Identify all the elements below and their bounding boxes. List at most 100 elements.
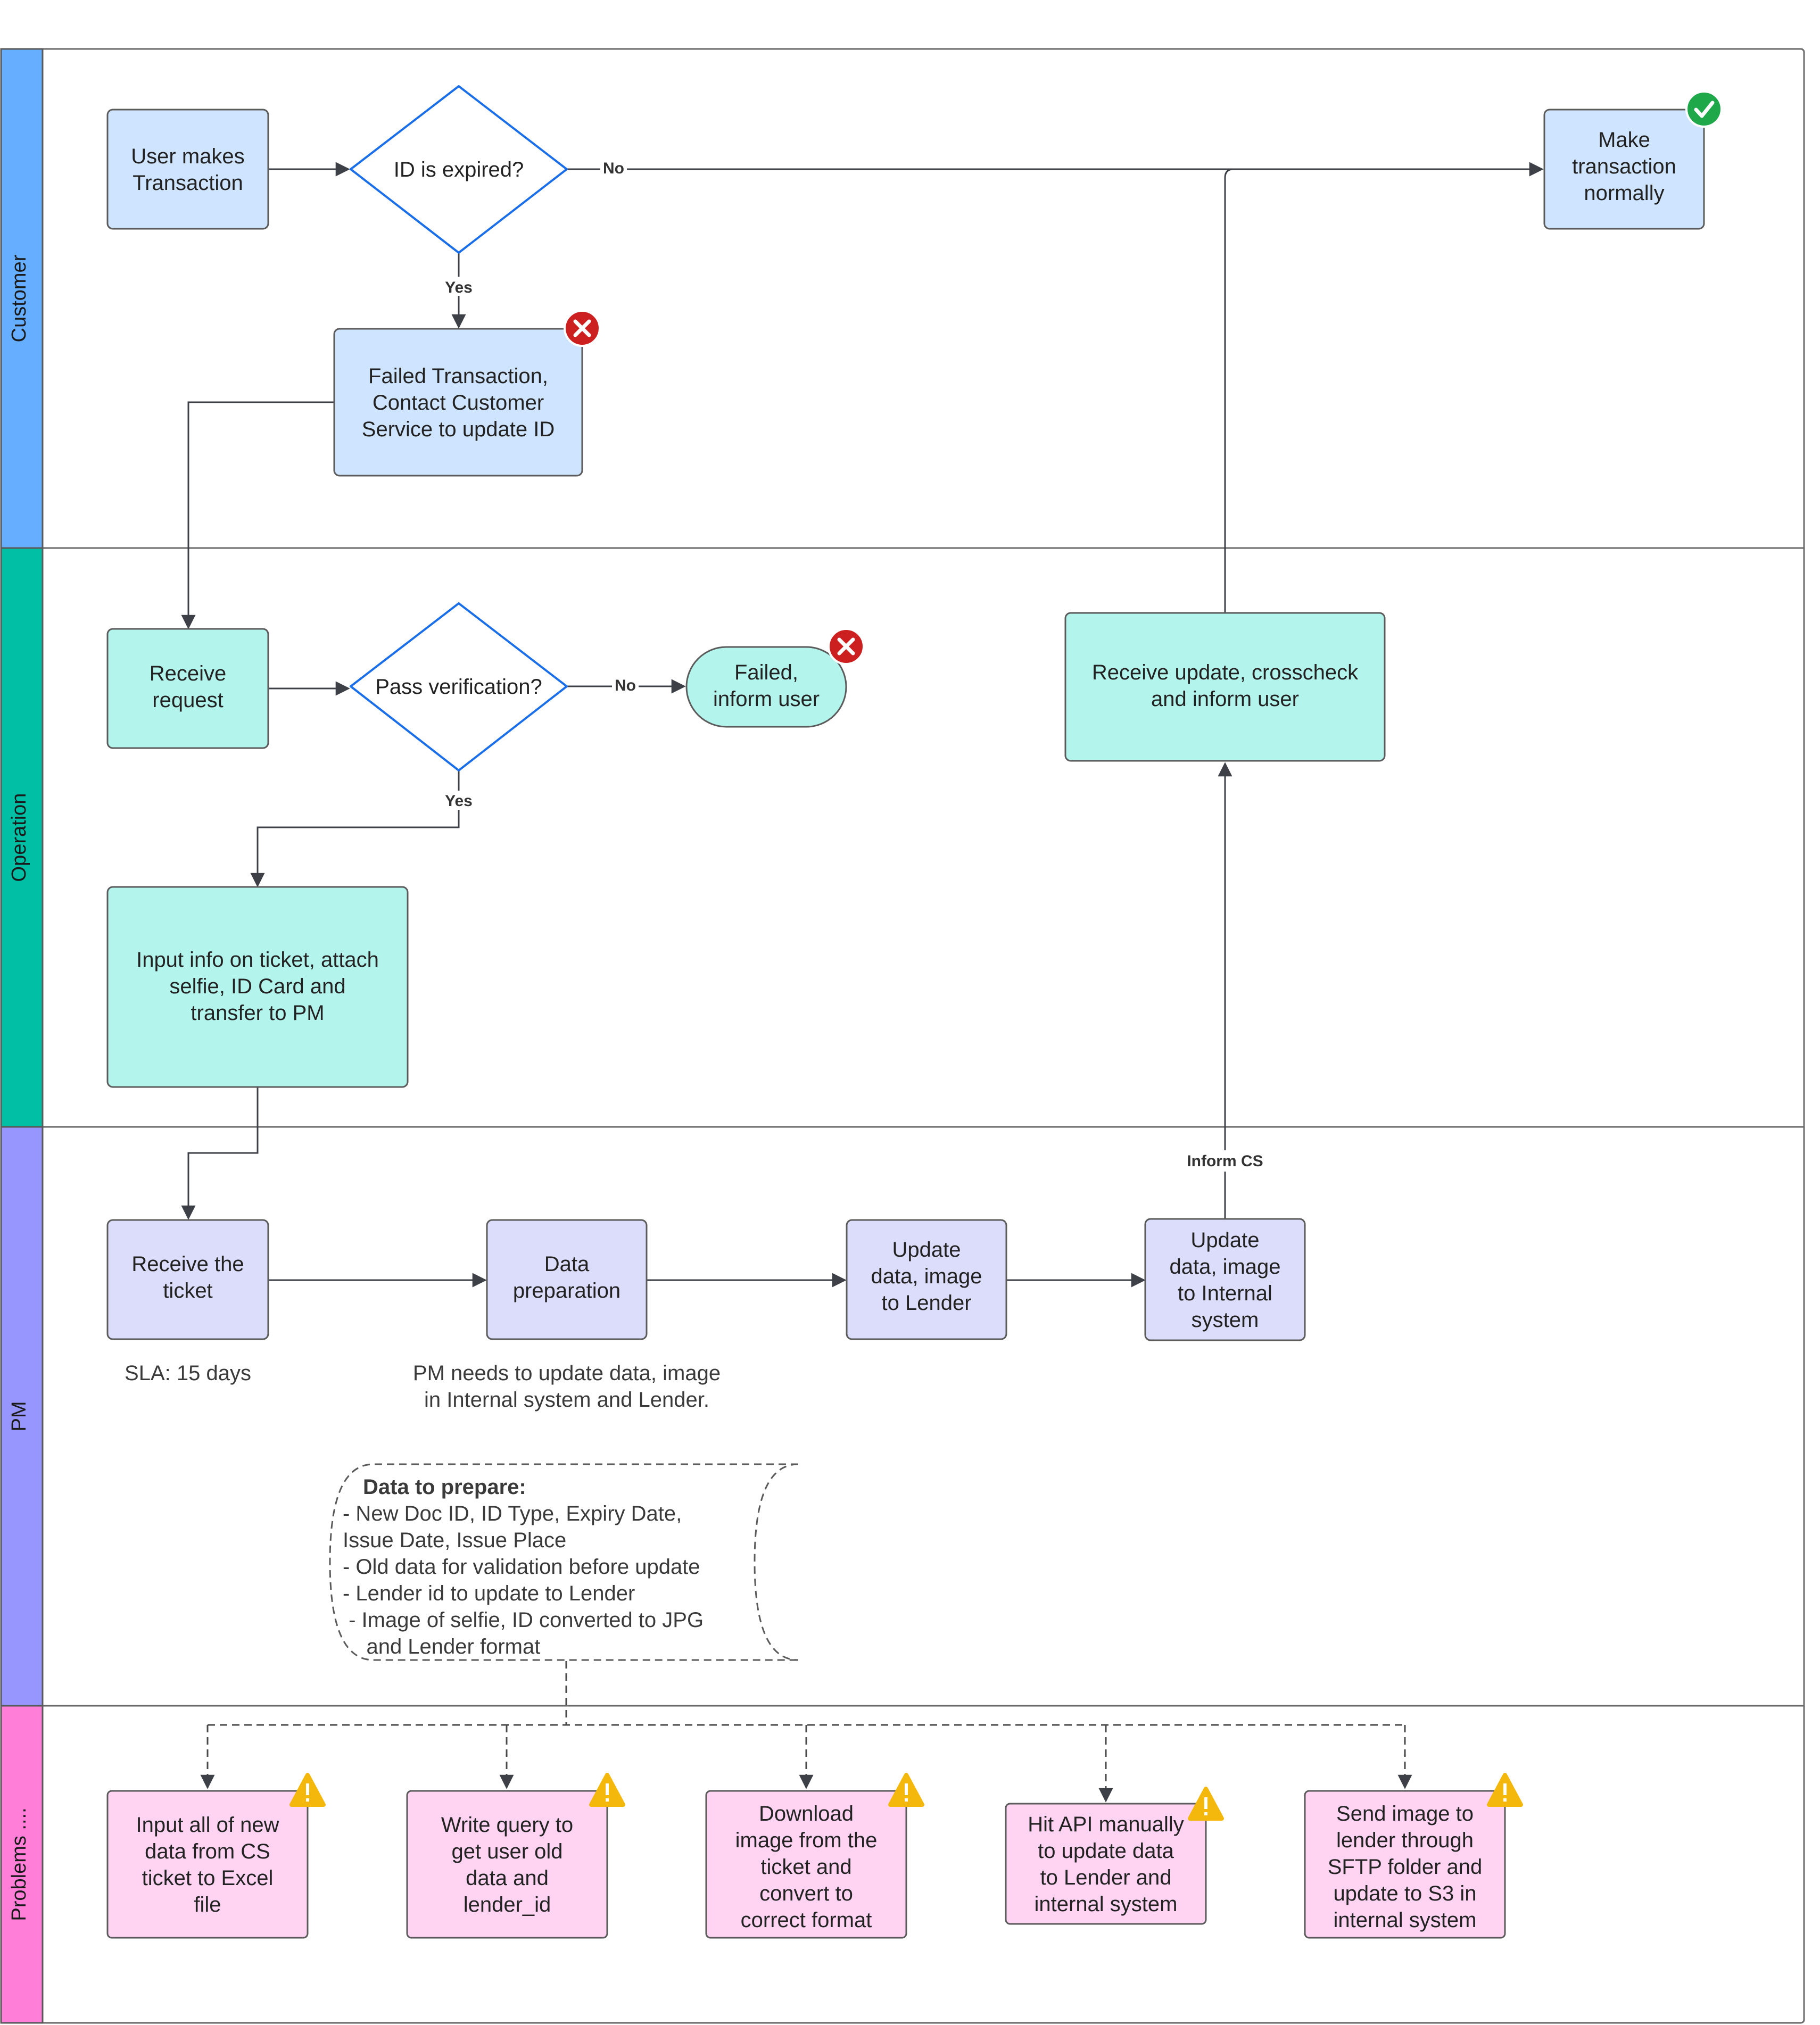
warning-icon	[589, 1773, 625, 1807]
edge-label-yes: Yes	[445, 792, 473, 810]
node-label-line: and inform user	[1151, 687, 1299, 711]
node-label-line: in Internal system and Lender.	[424, 1388, 709, 1412]
error-icon	[564, 310, 601, 347]
node-label-line: Receive update, crosscheck	[1092, 661, 1359, 684]
node-label-line: normally	[1584, 181, 1664, 205]
warning-icon	[888, 1773, 924, 1807]
data-to-prepare-note: Data to prepare: - New Doc ID, ID Type, …	[329, 1463, 799, 1661]
operation-nodes: Receive request Pass verification? Failed…	[106, 602, 1386, 1088]
problem-excel-input[interactable]: Input all of new data from CS ticket to Ex…	[106, 1790, 309, 1939]
node-label-line: User makes	[131, 145, 244, 168]
edge-input-to-receive-ticket	[181, 1087, 259, 1220]
node-label-line: Hit API manually	[1028, 1813, 1184, 1836]
warning-icon	[289, 1773, 326, 1807]
lane-problems-title: Problems ....	[8, 1807, 30, 1921]
node-label-line: Input all of new	[136, 1813, 279, 1837]
node-label-line: Input info on ticket, attach	[136, 948, 379, 972]
node-label-line: data and	[466, 1866, 549, 1890]
node-label: Receive update, crosscheck and inform use…	[1092, 661, 1359, 711]
edge-receive-update-to-customer	[1224, 168, 1234, 613]
node-label-line: Receive the	[131, 1252, 244, 1276]
node-label: Input info on ticket, attach selfie, ID C…	[136, 948, 379, 1025]
node-label-line: to Lender	[881, 1291, 971, 1315]
node-label: Input all of new data from CS ticket to Ex…	[136, 1813, 279, 1916]
node-label-line: update to S3 in	[1333, 1882, 1476, 1905]
node-receive-request[interactable]: Receive request	[106, 628, 269, 749]
lane-operation-title: Operation	[8, 793, 30, 882]
decision-pass-verification[interactable]: Pass verification?	[350, 602, 568, 771]
lane-problems-header	[0, 1705, 44, 2024]
node-label-line: preparation	[513, 1279, 621, 1302]
node-label-line: internal system	[1334, 1908, 1477, 1932]
edge-verification-yes	[250, 770, 460, 887]
connectors	[181, 162, 1544, 1803]
edge-label-inform-cs: Inform CS	[1187, 1152, 1263, 1170]
node-label: Receive request	[150, 662, 227, 712]
node-data-preparation[interactable]: Data preparation	[486, 1219, 648, 1340]
lane-customer-title: Customer	[8, 254, 30, 342]
node-label-line: Data	[544, 1252, 590, 1276]
node-label-line: Make	[1598, 128, 1650, 152]
node-label: Update data, image to Lender	[871, 1238, 982, 1315]
node-label-line: data, image	[871, 1265, 982, 1288]
decision-id-expired[interactable]: ID is expired?	[350, 85, 568, 254]
node-label-line: correct format	[741, 1908, 872, 1932]
node-input-info-ticket[interactable]: Input info on ticket, attach selfie, ID C…	[106, 886, 409, 1088]
node-label-line: request	[152, 688, 223, 712]
lane-pm-header	[0, 1126, 44, 1707]
node-receive-update-crosscheck[interactable]: Receive update, crosscheck and inform use…	[1064, 612, 1386, 762]
node-failed-inform-user[interactable]: Failed, inform user	[685, 646, 847, 728]
lane-pm-title: PM	[8, 1401, 30, 1432]
node-label: Data preparation	[513, 1252, 621, 1302]
warning-icon	[1188, 1787, 1224, 1821]
sla-note: SLA: 15 days	[125, 1362, 251, 1385]
node-label-line: Write query to	[441, 1813, 573, 1837]
data-to-prepare-line: - Lender id to update to Lender	[343, 1582, 635, 1605]
node-label-line: Failed Transaction,	[368, 364, 548, 388]
edge-labels: No Yes No Yes Inform CS	[443, 159, 1273, 1172]
node-label-line: Download	[759, 1802, 854, 1825]
node-label-line: ID is expired?	[394, 158, 524, 181]
node-label-line: Contact Customer	[373, 391, 544, 414]
node-label-line: Failed,	[734, 661, 798, 684]
node-label-line: ticket to Excel	[142, 1866, 274, 1890]
node-label-line: get user old	[451, 1840, 562, 1863]
node-label-line: Update	[1191, 1229, 1260, 1252]
data-to-prepare-line: - Old data for validation before update	[343, 1555, 700, 1579]
node-label-line: data, image	[1169, 1255, 1280, 1279]
node-label-line: Receive	[150, 662, 227, 685]
node-label-line: convert to	[759, 1882, 853, 1905]
warning-icon	[1487, 1773, 1523, 1807]
node-update-to-lender[interactable]: Update data, image to Lender	[846, 1219, 1007, 1340]
node-label-line: lender through	[1336, 1829, 1474, 1852]
node-label-line: Pass verification?	[375, 675, 542, 699]
node-label-line: data from CS	[145, 1840, 270, 1863]
node-label-line: transfer to PM	[191, 1001, 324, 1025]
edge-label-no: No	[603, 160, 624, 177]
node-label-line: inform user	[713, 687, 820, 711]
edge-label-no: No	[615, 677, 636, 694]
node-label-line: selfie, ID Card and	[169, 975, 345, 998]
node-label-line: internal system	[1035, 1893, 1178, 1916]
node-label-line: Update	[892, 1238, 961, 1262]
data-to-prepare-title: Data to prepare:	[363, 1475, 526, 1499]
